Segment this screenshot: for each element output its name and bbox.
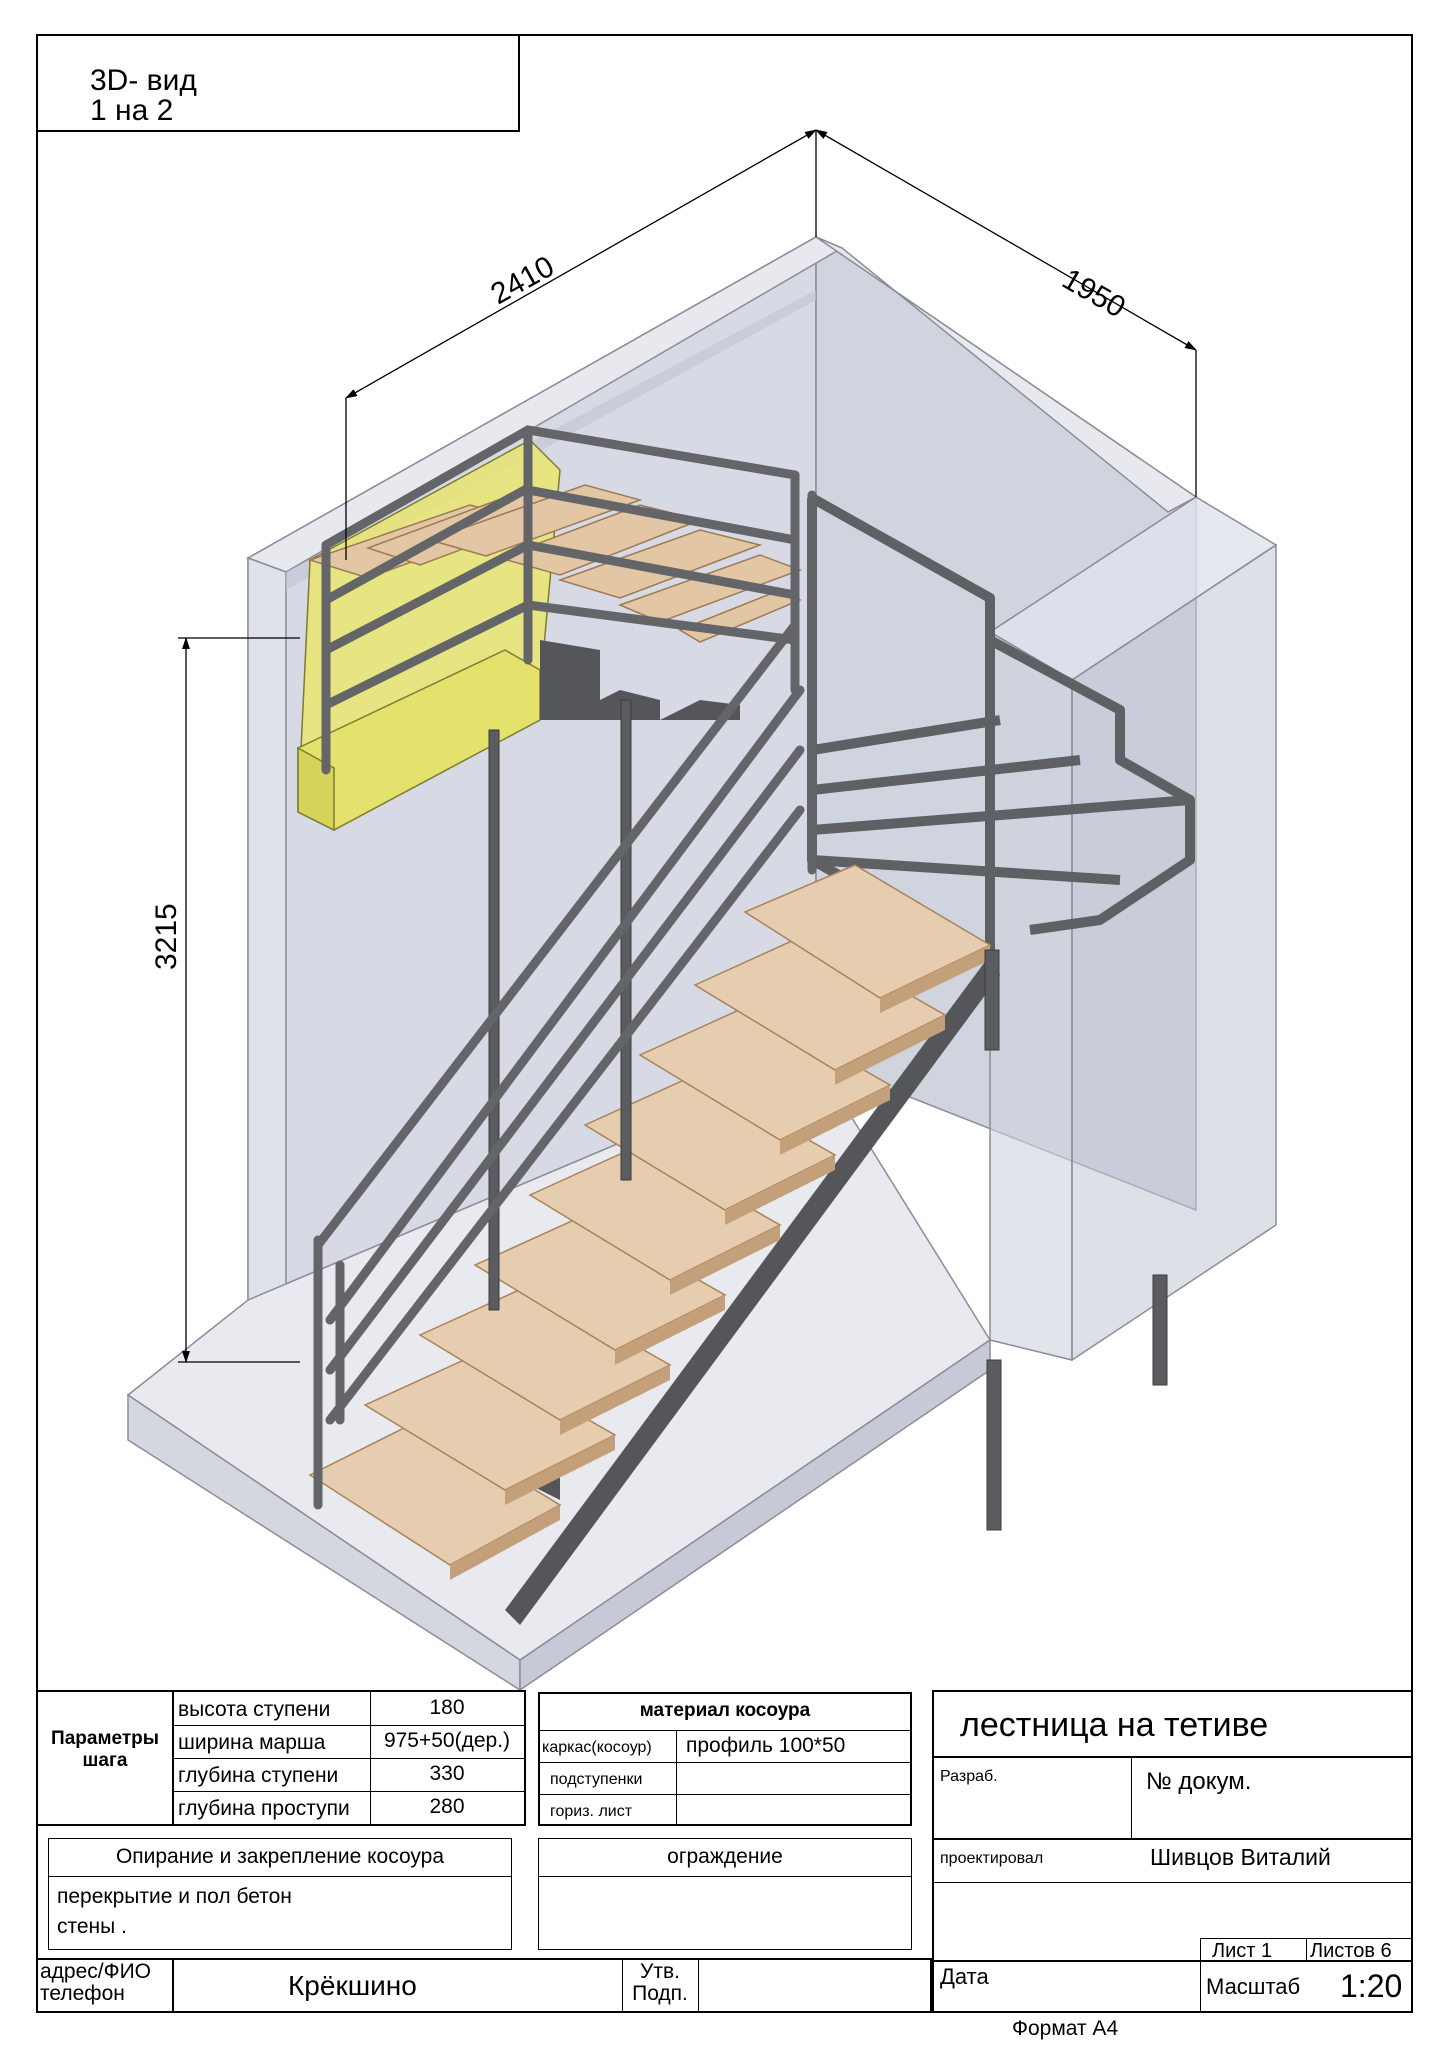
dimension-3215: 3215	[150, 903, 183, 970]
date-label: Дата	[940, 1964, 989, 1989]
address-label-line1: адрес/ФИО	[40, 1960, 152, 1983]
param-label: глубина проступи	[178, 1797, 350, 1820]
view-label-line1: 3D- вид	[90, 64, 197, 97]
designer-name: Шивцов Виталий	[1150, 1844, 1331, 1870]
address-label-line2: телефон	[40, 1982, 125, 2005]
dimension-2410: 2410	[485, 250, 559, 311]
title-block: лестница на тетиве Разраб. № докум. прое…	[932, 1690, 1413, 2013]
param-value: 330	[429, 1762, 465, 1785]
view-label-line2: 1 на 2	[90, 94, 174, 127]
support-line1: перекрытие и пол бетон	[57, 1885, 292, 1908]
support-box: Опирание и закрепление косоура перекрыти…	[48, 1838, 512, 1950]
params-table: Параметры шага высота ступени 180 ширина…	[36, 1690, 526, 1826]
lower-flight	[308, 864, 1000, 1625]
floor-slab-front	[127, 1393, 521, 1690]
material-heading: материал косоура	[639, 1700, 811, 1721]
developed-label: Разраб.	[940, 1768, 998, 1785]
scale-value: 1:20	[1340, 1968, 1403, 2004]
material-value: профиль 100*50	[686, 1734, 846, 1757]
param-value: 180	[429, 1696, 465, 1719]
material-label: гориз. лист	[550, 1803, 633, 1820]
material-table: материал косоура каркас(косоур) профиль …	[538, 1692, 912, 1826]
right-wall-pier-front	[989, 630, 1073, 1361]
paper-format: Формат А4	[1012, 2017, 1119, 2040]
lower-flight-tread-edges	[450, 945, 990, 1580]
param-label: ширина марша	[178, 1731, 326, 1754]
lower-flight-treads	[308, 864, 992, 1566]
fence-heading: ограждение	[667, 1845, 783, 1868]
dimension-lines	[178, 129, 1197, 1363]
address-value: Крёкшино	[288, 1970, 417, 2001]
view-label-box: 3D- вид 1 на 2	[36, 34, 520, 132]
address-row: адрес/ФИО телефон Крёкшино Утв. Подп.	[36, 1958, 932, 2013]
designer-label: проектировал	[940, 1850, 1044, 1867]
approved-line2: Подп.	[632, 1982, 688, 2005]
sheet-count: Листов 6	[1310, 1940, 1392, 1962]
fence-box: ограждение	[538, 1838, 912, 1950]
scale-label: Масштаб	[1206, 1974, 1301, 1999]
approved-line1: Утв.	[640, 1960, 680, 1983]
dimension-1950: 1950	[1057, 262, 1131, 324]
support-heading: Опирание и закрепление косоура	[115, 1845, 445, 1868]
param-value: 975+50(дер.)	[383, 1729, 511, 1752]
right-wall-pier-side	[1071, 543, 1277, 1362]
param-label: высота ступени	[178, 1698, 331, 1721]
params-heading: Параметры шага	[51, 1728, 159, 1771]
left-wall-front	[247, 556, 287, 1309]
material-label: подступенки	[550, 1771, 643, 1788]
doc-number: № докум.	[1146, 1768, 1252, 1795]
upper-flight-stringer	[540, 640, 740, 720]
staircase-3d-drawing: 2410 1950 3215	[126, 129, 1278, 1690]
material-label: каркас(косоур)	[542, 1739, 652, 1756]
sheet-number: Лист 1	[1212, 1940, 1273, 1962]
support-line2: стены .	[57, 1915, 127, 1938]
railings	[313, 425, 817, 1510]
param-value: 280	[429, 1795, 465, 1818]
param-label: глубина ступени	[178, 1764, 339, 1787]
drawing-title: лестница на тетиве	[960, 1706, 1269, 1744]
